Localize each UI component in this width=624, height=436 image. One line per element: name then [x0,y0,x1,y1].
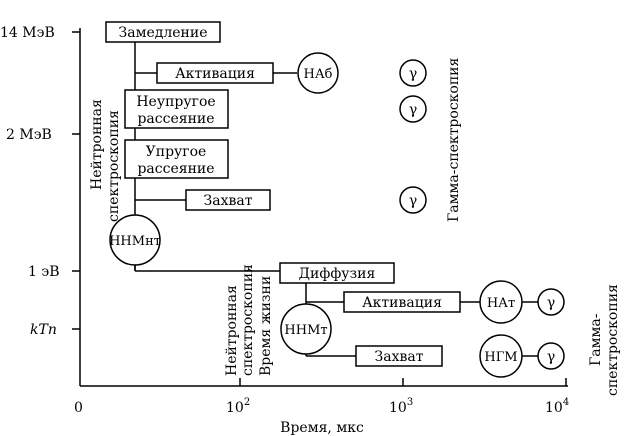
capture-2-box [355,345,443,367]
diffusion-label: Диффузия [299,266,376,282]
gamma-circle [399,186,427,214]
inelastic-label-2: рассеяние [137,111,214,127]
x-tick-label-10-2: 102 [226,397,250,416]
x-axis-label: Время, мкс [280,420,364,436]
gamma-wave [228,106,400,112]
capture-1-label: Захват [204,193,253,209]
neutron-spectroscopy-label-1: Нейтронная [89,99,105,190]
neutron-spectroscopy-lower-1: Нейтронная [224,285,240,376]
neutron-spectroscopy-lower-2: спектроскопия [240,264,256,376]
nab-circle [297,52,339,94]
lifetime-label: Время жизни [258,276,274,376]
gamma-spectroscopy-label: Гамма-спектроскопия [446,58,462,222]
x-tick-label-10-4: 104 [545,397,569,416]
ngm-label: НГМ [484,350,517,365]
y-tick-label-2mev: 2 МэВ [6,127,52,143]
gamma-circle [537,342,565,370]
x-tick-label-0: 0 [74,400,83,416]
diffusion-box [279,262,395,284]
gamma-wave [338,70,400,76]
slowing-box [105,21,221,43]
elastic-label-2: рассеяние [137,161,214,177]
y-tick-label-1ev: 1 эВ [28,264,60,280]
nnm-nt-label: ННМнт [109,234,161,249]
nat-label: НАт [487,296,515,311]
gamma-circle [537,288,565,316]
gamma-lower-label-2: спектроскопия [605,284,621,396]
y-tick-label-ktp: kTп [30,322,57,338]
gamma-label: γ [409,102,417,118]
inelastic-box [124,89,229,129]
activation-1-label: Активация [175,66,255,82]
gamma-label: γ [409,66,417,82]
slowing-label: Замедление [119,25,208,41]
x-tick-label-10-3: 103 [389,397,413,416]
capture-1-box [185,189,271,211]
gamma-label: γ [409,193,417,209]
gamma-circle [399,59,427,87]
inelastic-label-1: Неупругое [136,94,215,110]
gamma-label: γ [547,295,555,311]
elastic-box [124,139,229,179]
nnm-t-label: ННМт [284,323,327,338]
capture-2-label: Захват [375,349,424,365]
y-tick-label-14mev: 14 МэВ [0,25,55,41]
nab-label: НАб [303,67,332,82]
gamma-lower-label-1: Гамма- [588,313,604,366]
neutron-spectroscopy-label-2: спектроскопия [106,110,122,222]
gamma-label: γ [547,349,555,365]
gamma-circle [399,95,427,123]
activation-2-label: Активация [362,295,442,311]
elastic-label-1: Упругое [146,144,207,160]
